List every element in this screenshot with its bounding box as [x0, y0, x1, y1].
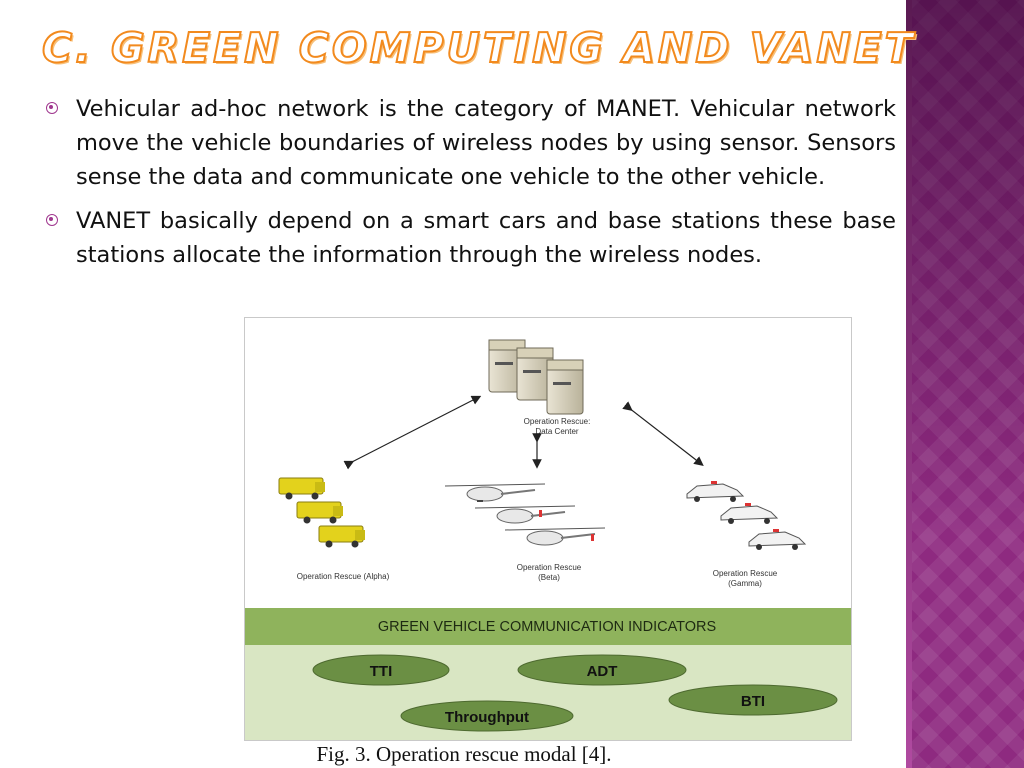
yellow-van-icon: [318, 525, 365, 548]
data-center-label-2: Data Center: [535, 427, 578, 436]
operation-rescue-figure: Operation Rescue: Data Center Operation …: [244, 317, 852, 741]
yellow-van-icon: [278, 477, 325, 500]
gamma-label-2: (Gamma): [728, 579, 762, 588]
slide-title: C. Green Computing and VANET: [41, 23, 916, 73]
decorative-side-band: [912, 0, 1024, 768]
gamma-label-1: Operation Rescue: [713, 569, 778, 578]
indicator-bti-label: BTI: [741, 693, 765, 710]
indicators-header-band: [245, 608, 851, 645]
indicator-bti: [668, 684, 838, 716]
figure-caption-text: Fig. 3. Operation rescue modal [4].: [316, 742, 612, 766]
indicator-tti: [312, 654, 450, 686]
helicopter-icon: [444, 483, 546, 502]
figure-illustration: Operation Rescue: Data Center Operation …: [245, 339, 851, 740]
bullet-text: Vehicular ad-hoc network is the category…: [76, 96, 896, 190]
indicator-adt-label: ADT: [587, 663, 618, 680]
bullet-circle-icon: [46, 102, 58, 114]
link-arrow-alpha: [343, 395, 482, 470]
data-center-label-1: Operation Rescue:: [524, 417, 591, 426]
bullet-item: VANET basically depend on a smart cars a…: [44, 204, 896, 272]
side-band-border: [906, 0, 912, 768]
indicator-throughput-label: Throughput: [445, 709, 529, 726]
beta-label-1: Operation Rescue: [517, 563, 582, 572]
police-car-icon: [686, 481, 745, 502]
slide-body: Vehicular ad-hoc network is the category…: [44, 92, 896, 282]
helicopter-icon: [474, 505, 576, 524]
indicator-throughput: [400, 700, 574, 732]
police-car-icon: [748, 529, 807, 550]
yellow-van-icon: [296, 501, 343, 524]
indicator-tti-label: TTI: [370, 663, 393, 680]
bullet-text: VANET basically depend on a smart cars a…: [76, 208, 896, 268]
alpha-label: Operation Rescue (Alpha): [297, 572, 390, 581]
link-arrow-gamma: [622, 401, 704, 466]
bullet-item: Vehicular ad-hoc network is the category…: [44, 92, 896, 194]
bullet-circle-icon: [46, 214, 58, 226]
figure-caption: Fig. 3. Operation rescue modal [4].: [244, 742, 852, 767]
indicators-header: GREEN VEHICLE COMMUNICATION INDICATORS: [378, 619, 716, 635]
helicopter-icon: [504, 527, 606, 546]
server-stack-icon: [488, 339, 584, 415]
indicator-adt: [517, 654, 687, 686]
beta-label-2: (Beta): [538, 573, 560, 582]
police-car-icon: [720, 503, 779, 524]
